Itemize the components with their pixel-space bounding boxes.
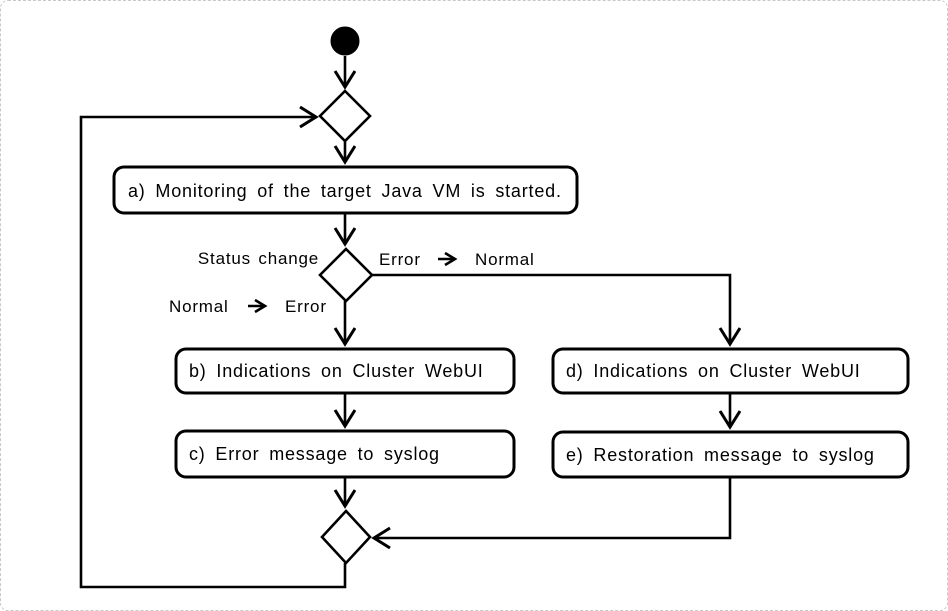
- label-normal-to-error-from: Normal: [169, 297, 229, 316]
- activity-b-box: [174, 347, 516, 395]
- label-error-to-normal-from: Error: [379, 250, 421, 269]
- activity-a-label: a) Monitoring of the target Java VM is s…: [128, 181, 562, 201]
- activity-b: b) Indications on Cluster WebUI: [174, 347, 516, 395]
- decision-node-status-change: [318, 247, 374, 303]
- activity-c-box: [174, 429, 516, 479]
- activity-e-box: [551, 430, 910, 479]
- merge-node-top: [318, 89, 372, 143]
- merge-node-bottom: [320, 509, 372, 565]
- activity-b-label: b) Indications on Cluster WebUI: [189, 361, 484, 381]
- activity-a-box: [112, 165, 579, 215]
- label-status-change: Status change: [198, 249, 319, 268]
- activity-e-label: e) Restoration message to syslog: [566, 445, 875, 465]
- edge-decision-to-d: [372, 273, 730, 344]
- label-error-to-normal-to: Normal: [475, 250, 535, 269]
- initial-node: [330, 26, 360, 56]
- activity-d: d) Indications on Cluster WebUI: [551, 347, 910, 395]
- edge-loop-back: [79, 117, 347, 589]
- activity-c: c) Error message to syslog: [174, 429, 516, 479]
- activity-a: a) Monitoring of the target Java VM is s…: [112, 165, 579, 215]
- activity-d-box: [551, 347, 910, 395]
- edge-e-to-merge-bottom: [374, 477, 732, 538]
- label-normal-to-error-to: Error: [285, 297, 327, 316]
- activity-c-label: c) Error message to syslog: [189, 444, 440, 464]
- activity-e: e) Restoration message to syslog: [551, 430, 910, 479]
- activity-d-label: d) Indications on Cluster WebUI: [566, 361, 861, 381]
